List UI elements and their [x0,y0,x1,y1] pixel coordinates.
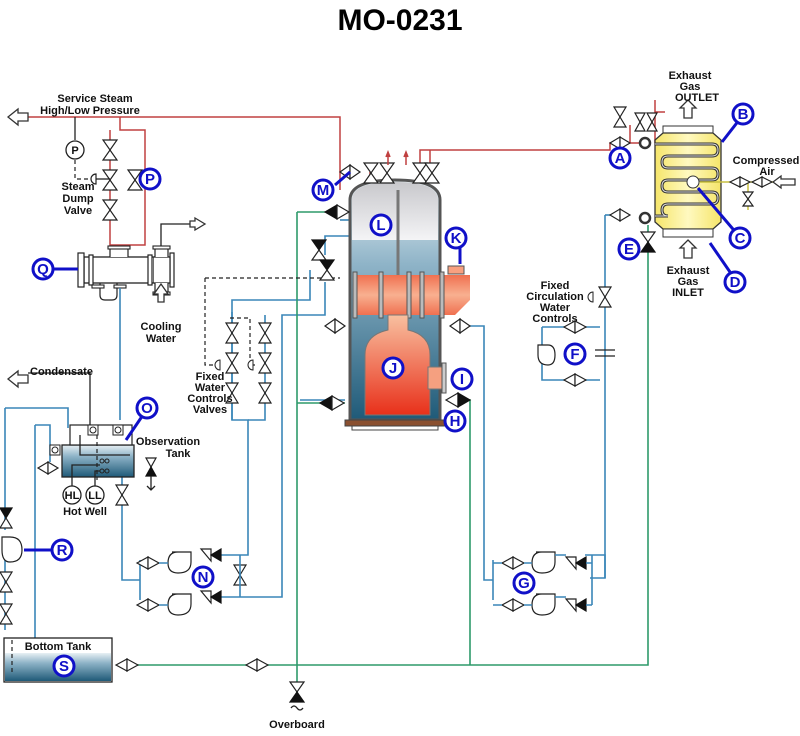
cooling-water-inlet-arrow [152,282,170,303]
callout-J: J [381,356,405,380]
svg-text:M: M [317,182,330,199]
callout-H: H [443,409,467,433]
callout-L: L [369,213,393,237]
service-steam-outlet-arrow [6,107,29,127]
diagram-title: MO-0231 [337,4,463,37]
feed-pumps[interactable] [135,547,248,616]
svg-text:F: F [570,346,579,363]
svg-text:E: E [624,241,634,258]
exhaust-outlet-label-2: Gas [680,81,701,93]
fixed-circ-label-1: Fixed [541,280,570,292]
overboard-label: Overboard [269,719,325,731]
exhaust-inlet-label-2: Gas [678,276,699,288]
transfer-pump[interactable] [1,536,23,563]
low-level-switch-label: LL [88,490,102,502]
pressure-gauge [65,140,85,160]
fixed-circulation-water-controls[interactable] [537,286,615,388]
svg-text:Q: Q [37,261,49,278]
service-steam-label-2: High/Low Pressure [40,105,140,117]
svg-text:B: B [738,106,749,123]
svg-text:P: P [145,171,155,188]
svg-text:O: O [141,400,153,417]
condensate-outlet-arrow [6,369,29,389]
steam-dump-valves[interactable] [90,139,144,221]
compressed-air-inlet-arrow [771,174,796,190]
boiler-vessel [344,178,470,431]
callout-P: P [138,167,162,191]
svg-text:H: H [450,413,461,430]
fixed-water-label-1: Fixed [196,371,225,383]
svg-text:K: K [451,230,462,247]
callout-C: C [728,226,752,250]
hot-well-label: Hot Well [63,506,107,518]
bottom-tank-valves[interactable] [114,657,306,703]
callout-O: O [135,396,159,420]
cooling-water-label-2: Water [146,333,177,345]
compressed-air-label-1: Compressed [733,155,800,167]
condensate-label: Condensate [30,366,93,378]
callout-M: M [311,178,335,202]
svg-text:L: L [376,217,385,234]
svg-text:I: I [460,371,464,388]
compressed-air-label-2: Air [759,166,775,178]
observation-tank-label-2: Tank [166,448,192,460]
callout-B: B [731,102,755,126]
callout-D: D [723,270,747,294]
callout-R: R [50,538,74,562]
condenser-outlet-arrow [189,216,207,232]
callout-S: S [52,654,76,678]
exhaust-gas-boiler [638,125,722,238]
fixed-water-label-2: Water [195,382,226,394]
pressure-gauge-label: P [71,145,78,157]
svg-text:C: C [735,230,746,247]
fixed-circ-label-2: Circulation [526,291,584,303]
high-level-switch-label: HL [65,490,80,502]
control-signal-lines [204,277,340,366]
fixed-water-label-3: Controls [187,393,232,405]
fixed-water-label-4: Valves [193,404,227,416]
exhaust-inlet-label-1: Exhaust [667,265,710,277]
svg-text:N: N [198,569,209,586]
hot-well-valves[interactable] [0,457,158,625]
callout-E: E [617,237,641,261]
exhaust-boiler-valves[interactable] [608,106,774,253]
fixed-circ-label-4: Controls [532,313,577,325]
callout-N: N [191,565,215,589]
callout-F: F [563,342,587,366]
fixed-circ-label-3: Water [540,302,571,314]
svg-text:A: A [615,150,626,167]
svg-text:G: G [518,575,530,592]
svg-text:J: J [389,360,397,377]
svg-text:S: S [59,658,69,675]
callout-G: G [512,571,536,595]
svg-text:R: R [57,542,68,559]
callout-Q: Q [31,257,55,281]
callout-K: K [444,226,468,250]
callout-A: A [608,146,632,170]
observation-tank [49,424,135,505]
circulation-pumps[interactable] [500,551,587,616]
exhaust-outlet-label-3: OUTLET [675,92,719,104]
fixed-water-controls-valves[interactable] [214,322,273,404]
cooling-water-label-1: Cooling [141,321,182,333]
boiler-top-valves[interactable] [310,149,472,412]
steam-dump-label-1: Steam [61,181,94,193]
service-steam-label-1: Service Steam [57,93,132,105]
steam-dump-label-3: Valve [64,205,92,217]
svg-text:D: D [730,274,741,291]
exhaust-outlet-label-1: Exhaust [669,70,712,82]
observation-tank-label-1: Observation [136,436,200,448]
exhaust-inlet-arrow [678,239,698,259]
bottom-tank-label: Bottom Tank [25,641,92,653]
callout-I: I [450,367,474,391]
exhaust-outlet-arrow [678,99,698,119]
exhaust-inlet-label-3: INLET [672,287,704,299]
steam-dump-label-2: Dump [62,193,93,205]
